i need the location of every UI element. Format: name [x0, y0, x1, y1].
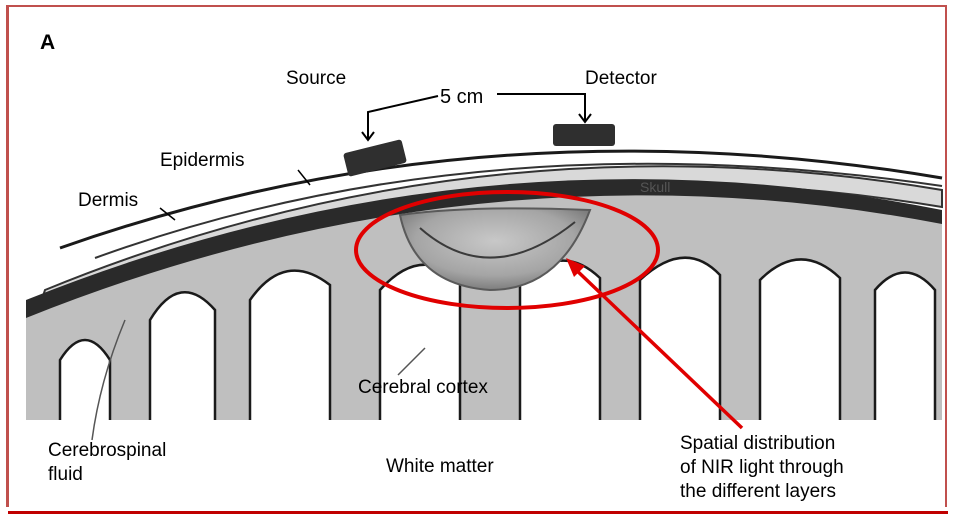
skull-label: Skull: [640, 176, 670, 198]
cerebral-cortex-label: Cerebral cortex: [358, 377, 488, 399]
csf-label-line1: Cerebrospinal: [48, 440, 166, 462]
nir-annotation-line3: the different layers: [680, 481, 836, 503]
source-label: Source: [286, 68, 346, 90]
dermis-label: Dermis: [78, 190, 138, 212]
epidermis-label: Epidermis: [160, 150, 244, 172]
panel-label: A: [40, 32, 55, 54]
detector-optode: [553, 124, 615, 146]
detector-label: Detector: [585, 68, 657, 90]
white-matter-label: White matter: [386, 456, 494, 478]
source-optode: [343, 139, 407, 177]
distance-label: 5 cm: [440, 86, 483, 108]
csf-label-line2: fluid: [48, 464, 83, 486]
nir-annotation-line1: Spatial distribution: [680, 433, 835, 455]
nir-annotation-line2: of NIR light through: [680, 457, 844, 479]
